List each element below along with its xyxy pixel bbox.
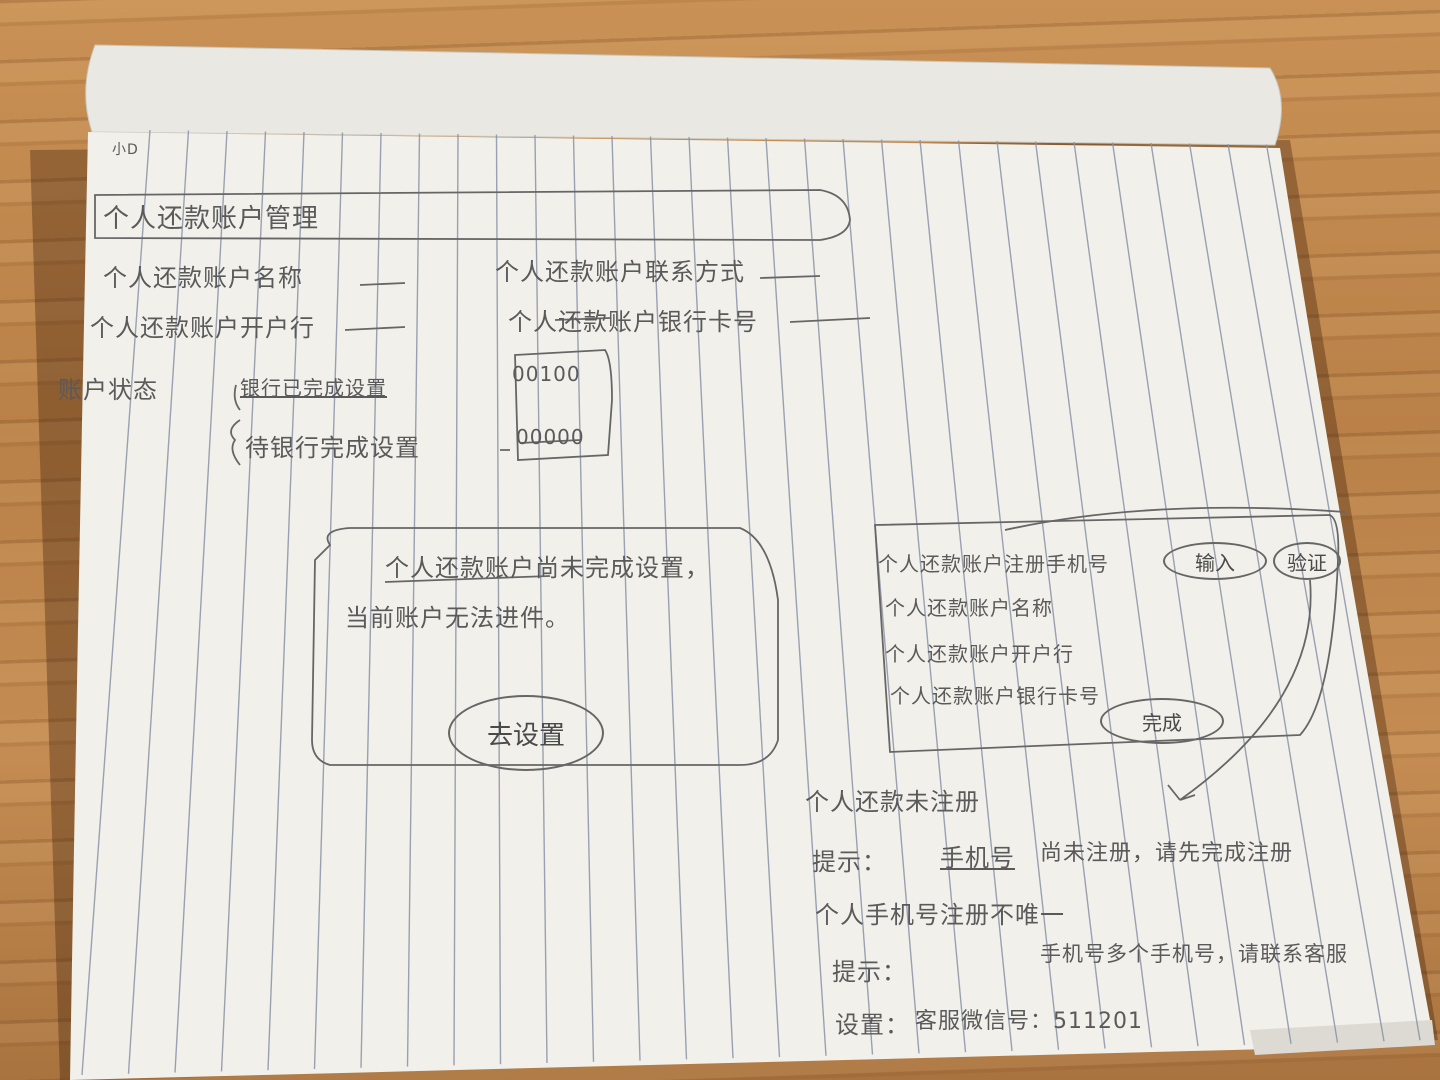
notice-line-1: 个人还款账户尚未完成设置， — [385, 548, 710, 583]
rule-line — [174, 130, 228, 1073]
setting-text: 客服微信号：511201 — [915, 1009, 1143, 1034]
status-code-pending: 00000 — [516, 425, 585, 449]
rule-line — [220, 131, 267, 1072]
rule-line — [406, 133, 421, 1067]
rule-line — [495, 134, 502, 1065]
hint1-text: 尚未注册，请先完成注册 — [1040, 841, 1294, 866]
notice-box — [311, 527, 779, 766]
setting-label: 设置： — [835, 1011, 910, 1039]
status-option-pending: 待银行完成设置 — [245, 434, 420, 462]
status-label: 账户状态 — [58, 376, 158, 404]
rule-line — [127, 130, 190, 1074]
field-bank: 个人还款账户开户行 — [90, 314, 315, 342]
unregistered-title: 个人还款未注册 — [805, 788, 980, 816]
flow-arrow — [1167, 579, 1312, 801]
rule-line — [1034, 141, 1153, 1048]
field-account-name: 个人还款账户名称 — [103, 264, 303, 292]
rule-line — [1111, 142, 1246, 1046]
corner-mark: 小D — [112, 142, 139, 158]
rule-line — [957, 140, 1060, 1050]
rule-line — [572, 135, 595, 1062]
rule-line — [688, 136, 734, 1059]
rule-line — [534, 134, 548, 1064]
hint1-blank: 手机号 — [940, 844, 1015, 872]
rule-line — [880, 139, 967, 1053]
rule-line — [1227, 143, 1385, 1042]
field-bank-number: 个人还款账户银行卡号 — [508, 308, 758, 336]
notice-line-1-rest: 尚未完成设置， — [535, 554, 710, 582]
hint2-label: 提示： — [832, 958, 907, 986]
page-title: 个人还款账户管理 — [103, 204, 320, 234]
status-option-done: 银行已完成设置 — [240, 376, 387, 400]
rule-line — [1188, 143, 1339, 1043]
hint2-text: 手机号多个手机号，请联系客服 — [1040, 942, 1348, 966]
verify-button[interactable]: 验证 — [1273, 542, 1341, 580]
code-box — [514, 349, 613, 461]
rule-line — [996, 140, 1106, 1049]
rule-line — [803, 138, 874, 1055]
register-bank: 个人还款账户开户行 — [885, 642, 1074, 666]
done-button[interactable]: 完成 — [1100, 698, 1224, 744]
input-button[interactable]: 输入 — [1163, 542, 1267, 580]
rule-line — [726, 137, 781, 1058]
rule-line — [1265, 144, 1421, 1041]
register-bank-number: 个人还款账户银行卡号 — [890, 684, 1100, 708]
notice-line-2: 当前账户无法进件。 — [345, 604, 570, 632]
rule-line — [919, 139, 1013, 1052]
title-box — [94, 189, 851, 241]
register-name: 个人还款账户名称 — [885, 596, 1053, 620]
notice-line-1-highlight: 个人还款账户 — [385, 554, 535, 582]
rule-line — [313, 132, 344, 1070]
register-box — [874, 514, 1340, 753]
field-contact: 个人还款账户联系方式 — [495, 258, 745, 286]
rule-line — [649, 136, 688, 1060]
rule-line — [765, 137, 827, 1056]
hint1-label: 提示： — [812, 848, 887, 876]
rule-line — [81, 129, 151, 1076]
rule-line — [842, 138, 920, 1054]
rule-line — [611, 135, 641, 1061]
rule-line — [453, 133, 459, 1066]
status-code-done: 00100 — [512, 362, 581, 386]
register-phone-label: 个人还款账户注册手机号 — [878, 552, 1109, 576]
rule-line — [1073, 141, 1199, 1047]
rule-line — [267, 131, 305, 1071]
rule-line — [360, 132, 382, 1068]
rolled-page — [85, 44, 1282, 146]
go-setup-button[interactable]: 去设置 — [448, 695, 604, 771]
rule-line — [1150, 142, 1292, 1044]
unique-title: 个人手机号注册不唯一 — [815, 901, 1065, 929]
